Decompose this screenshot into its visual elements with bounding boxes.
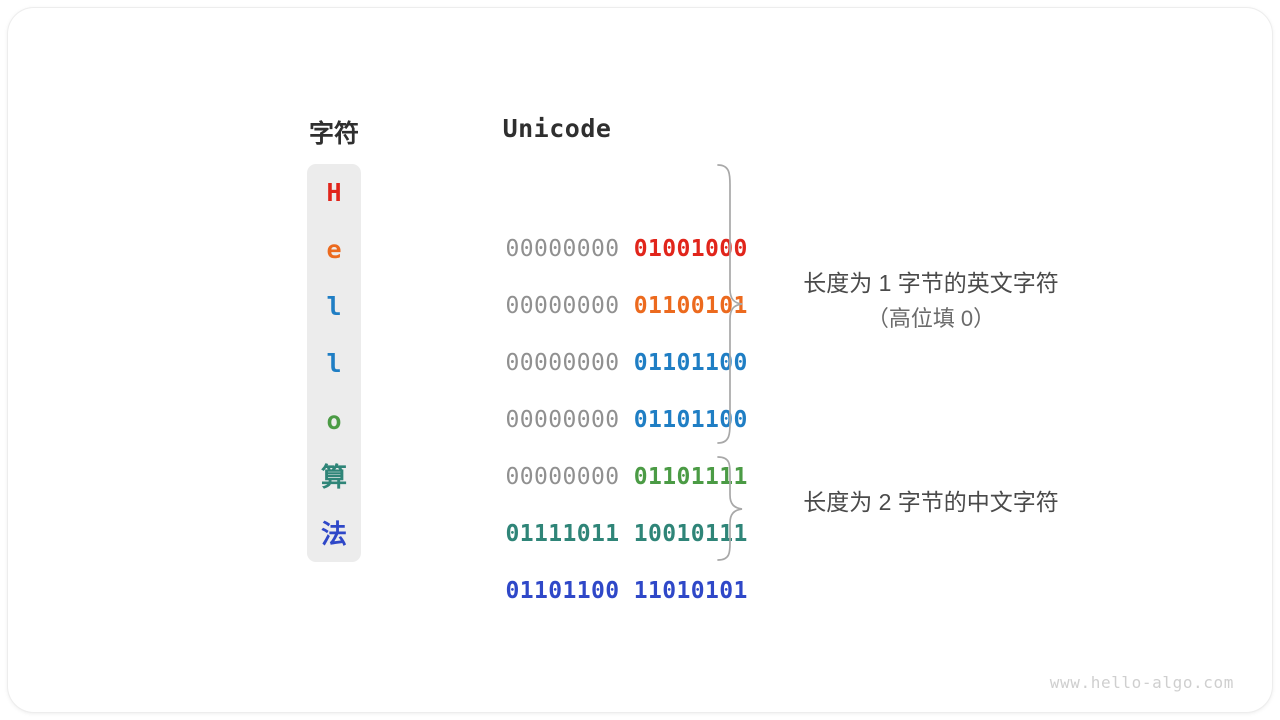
- annotation-english-line2: （高位填 0）: [866, 306, 996, 331]
- row-unicode-bits: 01101100 11010101: [420, 506, 747, 604]
- watermark: www.hello-algo.com: [1049, 673, 1234, 692]
- brace-english-group: [716, 163, 746, 450]
- row-unicode-bits: 00000000 01101111: [420, 392, 747, 490]
- low-byte: 01100101: [633, 293, 748, 319]
- diagram-card: [8, 8, 1272, 712]
- low-byte: 01101100: [633, 350, 748, 376]
- brace-icon: [717, 164, 743, 444]
- annotation-chinese-line1: 长度为 2 字节的中文字符: [803, 489, 1059, 515]
- table-row: e 00000000 01100101: [307, 221, 747, 319]
- annotation-chinese: 长度为 2 字节的中文字符: [786, 484, 1076, 520]
- row-character: 法: [320, 519, 347, 549]
- table-row: H 00000000 01001000: [307, 164, 747, 262]
- annotation-english-line1: 长度为 1 字节的英文字符: [803, 270, 1059, 296]
- low-byte: 01101100: [633, 407, 748, 433]
- column-header-unicode: Unicode: [502, 114, 612, 143]
- table-row: 法 01101100 11010101: [307, 506, 747, 604]
- row-character: l: [326, 292, 342, 321]
- row-unicode-bits: 00000000 01001000: [420, 164, 747, 262]
- column-header-character: 字符: [308, 120, 359, 148]
- high-byte: 00000000: [505, 236, 620, 262]
- low-byte: 01101100 11010101: [505, 578, 748, 604]
- row-character: o: [326, 406, 342, 435]
- row-character: e: [326, 235, 342, 264]
- annotation-english: 长度为 1 字节的英文字符 （高位填 0）: [786, 265, 1076, 337]
- table-row: l 00000000 01101100: [307, 278, 747, 376]
- high-byte: 00000000: [505, 293, 620, 319]
- row-unicode-bits: 00000000 01101100: [420, 278, 747, 376]
- table-row: 算 01111011 10010111: [307, 449, 747, 547]
- high-byte: 00000000: [505, 464, 620, 490]
- table-row: l 00000000 01101100: [307, 335, 747, 433]
- row-character: 算: [320, 462, 347, 492]
- high-byte: 00000000: [505, 350, 620, 376]
- brace-icon: [717, 456, 743, 561]
- table-row: o 00000000 01101111: [307, 392, 747, 490]
- character-column-background: [307, 164, 361, 562]
- brace-chinese-group: [716, 455, 746, 568]
- row-unicode-bits: 00000000 01100101: [420, 221, 747, 319]
- row-character: H: [326, 178, 342, 207]
- row-character: l: [326, 349, 342, 378]
- low-byte: 01001000: [633, 236, 748, 262]
- high-byte: 00000000: [505, 407, 620, 433]
- low-byte: 01101111: [633, 464, 748, 490]
- row-unicode-bits: 00000000 01101100: [420, 335, 747, 433]
- row-unicode-bits: 01111011 10010111: [420, 449, 747, 547]
- low-byte: 01111011 10010111: [505, 521, 748, 547]
